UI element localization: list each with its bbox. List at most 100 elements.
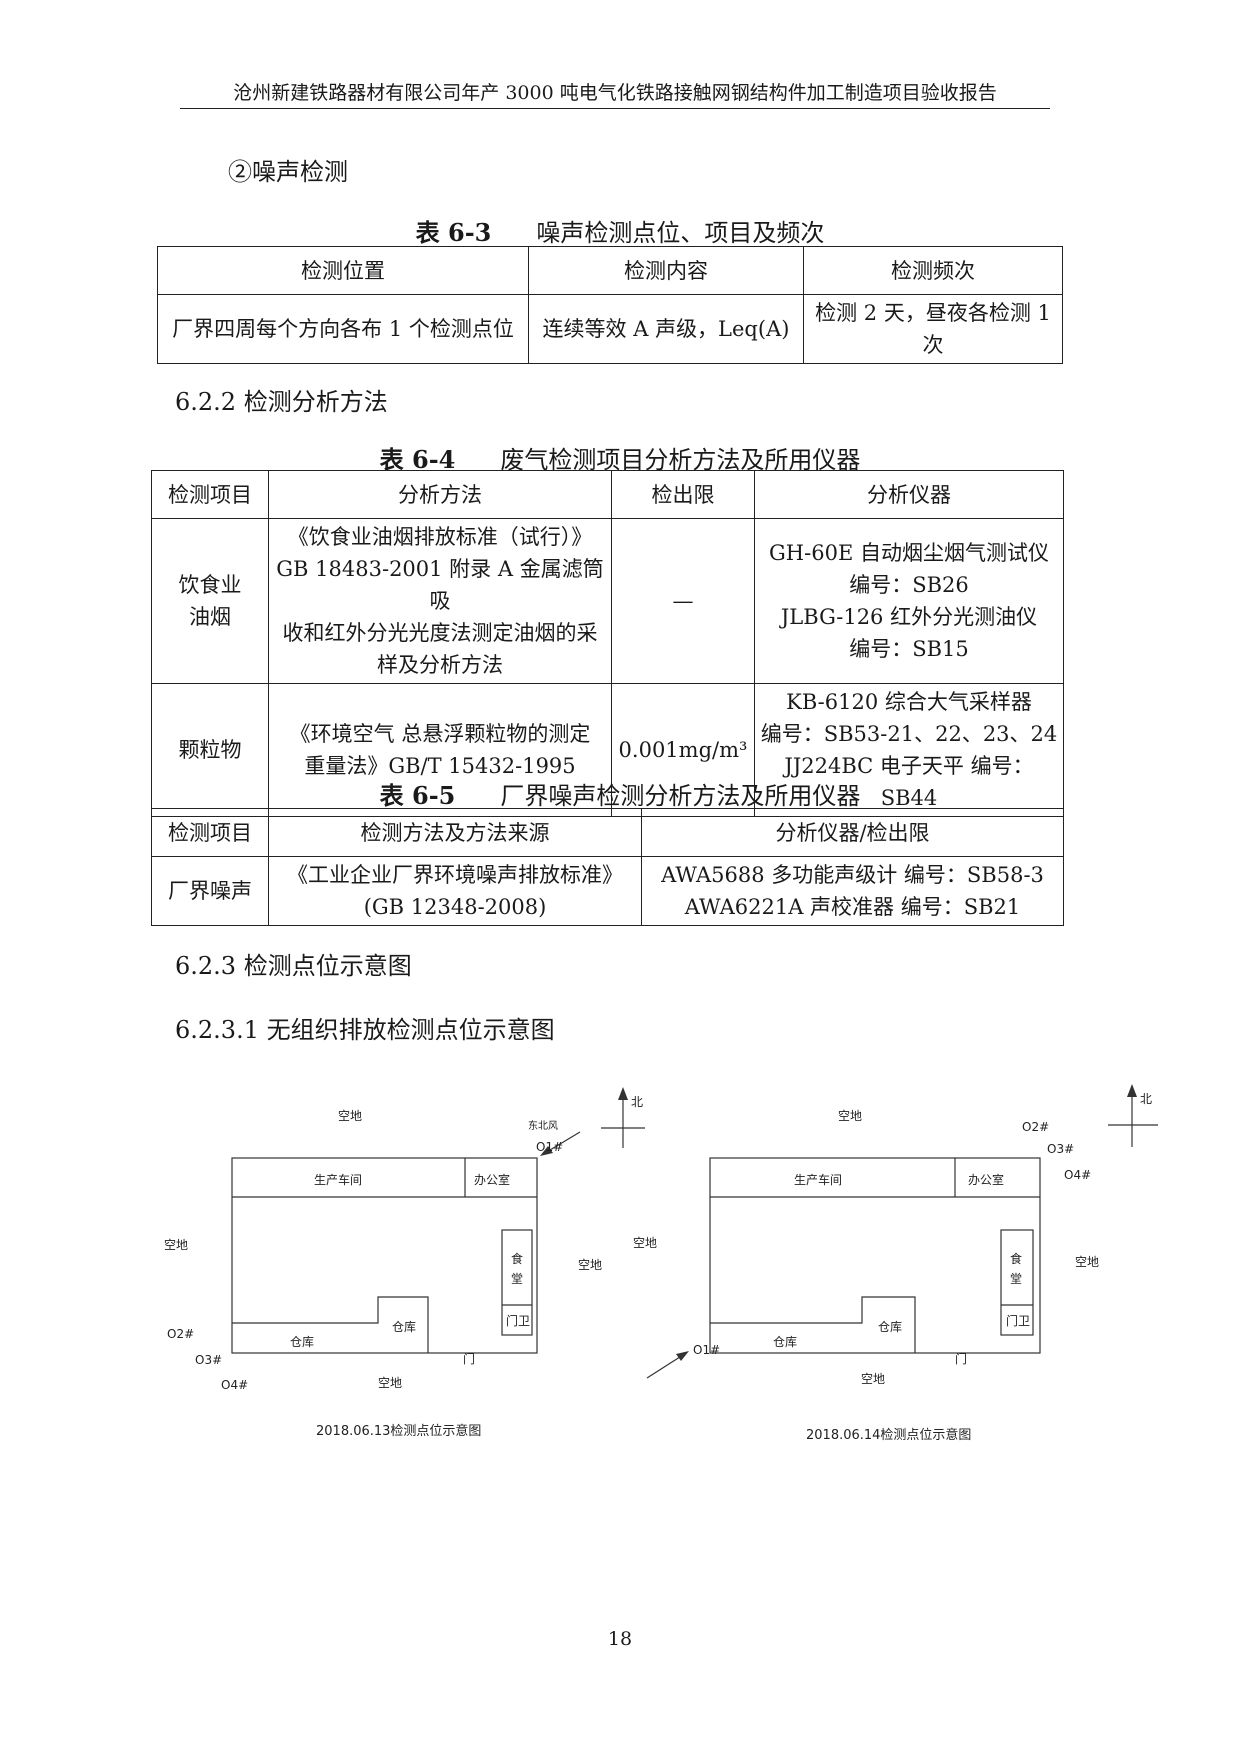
right-diagram-caption: 2018.06.14检测点位示意图 — [806, 1427, 971, 1443]
left-label-p3: O3# — [195, 1353, 222, 1367]
right-label-p2: O2# — [1022, 1120, 1049, 1134]
table-6-4-method-cell: 《环境空气 总悬浮颗粒物的测定 重量法》GB/T 15432-1995 — [268, 683, 612, 817]
table-6-4-item-cell: 颗粒物 — [151, 683, 269, 817]
right-label-canteen-2: 堂 — [1010, 1272, 1022, 1286]
table-6-4-method-line: 《饮食业油烟排放标准（试行）》 — [287, 525, 593, 549]
right-label-p4: O4# — [1064, 1168, 1091, 1182]
table-6-4-header: 检出限 — [611, 470, 755, 519]
table-6-5-header: 检测方法及方法来源 — [268, 808, 642, 857]
table-6-4-instrument-line: 编号：SB26 — [849, 573, 969, 597]
table-6-4-instrument-cell: KB-6120 综合大气采样器 编号：SB53-21、22、23、24 JJ22… — [754, 683, 1064, 817]
table-6-5-name: 厂界噪声检测分析方法及所用仪器 — [500, 782, 861, 810]
right-warehouse-outline — [710, 1296, 916, 1353]
right-canteen-box — [1000, 1229, 1034, 1336]
right-label-office: 办公室 — [968, 1172, 1004, 1187]
table-6-4-name: 废气检测项目分析方法及所用仪器 — [500, 446, 861, 474]
table-6-4-item-cell: 饮食业 油烟 — [151, 518, 269, 684]
right-label-p1: O1# — [693, 1343, 720, 1357]
section-623-title: 6.2.3 检测点位示意图 — [175, 952, 412, 980]
left-label-open-bottom: 空地 — [378, 1376, 402, 1390]
left-wind-arrow-icon — [540, 1146, 553, 1156]
table-6-4-instrument-line: GH-60E 自动烟尘烟气测试仪 — [769, 541, 1049, 565]
right-site-boundary — [709, 1157, 1041, 1354]
left-label-wind: 东北风 — [528, 1119, 558, 1132]
table-6-5-instrument-line: AWA5688 多功能声级计 编号：SB58-3 — [661, 863, 1044, 887]
table-6-4-method-line: GB 18483-2001 附录 A 金属滤筒吸 — [276, 557, 604, 613]
table-6-4-method-cell: 《饮食业油烟排放标准（试行）》 GB 18483-2001 附录 A 金属滤筒吸… — [268, 518, 612, 684]
table-6-4-caption: 表 6-4 废气检测项目分析方法及所用仪器 — [0, 440, 1240, 475]
table-6-4-header: 分析仪器 — [754, 470, 1064, 519]
section-noise-title: ②噪声检测 — [228, 158, 348, 186]
left-label-warehouse-a: 仓库 — [290, 1334, 314, 1349]
table-6-4-header: 检测项目 — [151, 470, 269, 519]
table-6-3: 检测位置 检测内容 检测频次 厂界四周每个方向各布 1 个检测点位 连续等效 A… — [157, 246, 1063, 364]
table-6-5: 检测项目 检测方法及方法来源 分析仪器/检出限 厂界噪声 《工业企业厂界环境噪声… — [151, 808, 1064, 926]
right-wind-arrow — [646, 1354, 684, 1379]
left-label-guard: 门卫 — [506, 1313, 530, 1328]
table-row: 饮食业 油烟 《饮食业油烟排放标准（试行）》 GB 18483-2001 附录 … — [151, 518, 1064, 684]
right-label-open-bottom: 空地 — [861, 1372, 885, 1386]
table-6-5-instrument-cell: AWA5688 多功能声级计 编号：SB58-3 AWA6221A 声校准器 编… — [641, 856, 1064, 926]
table-6-5-instrument-line: AWA6221A 声校准器 编号：SB21 — [684, 895, 1021, 919]
table-6-4-limit-cell: — — [611, 518, 755, 684]
section-622-title: 6.2.2 检测分析方法 — [175, 388, 388, 416]
right-label-warehouse-a: 仓库 — [773, 1334, 797, 1349]
left-diagram-caption: 2018.06.13检测点位示意图 — [316, 1423, 481, 1439]
table-6-3-cell: 厂界四周每个方向各布 1 个检测点位 — [157, 294, 529, 364]
table-6-3-header: 检测位置 — [157, 246, 529, 295]
table-6-5-header: 检测项目 — [151, 808, 269, 857]
table-6-4-instrument-line: JJ224BC 电子天平 编号：SB44 — [784, 754, 1034, 810]
right-label-open-right: 空地 — [1075, 1255, 1099, 1269]
table-6-4-instrument-line: JLBG-126 红外分光测油仪 — [780, 605, 1038, 629]
right-label-open-top: 空地 — [838, 1109, 862, 1123]
left-label-p1: O1# — [536, 1140, 563, 1154]
table-6-5-header-row: 检测项目 检测方法及方法来源 分析仪器/检出限 — [151, 808, 1064, 857]
left-canteen-box — [501, 1229, 533, 1336]
left-label-p4: O4# — [221, 1378, 248, 1392]
table-6-4-item-line: 饮食业 — [178, 573, 242, 597]
right-label-canteen-1: 食 — [1010, 1251, 1022, 1266]
table-6-4-limit-cell: 0.001mg/m³ — [611, 683, 755, 817]
left-label-canteen-1: 食 — [511, 1251, 523, 1266]
header-rule — [180, 108, 1050, 109]
table-6-3-cell: 连续等效 A 声级，Leq(A) — [528, 294, 804, 364]
table-6-4-instrument-line: KB-6120 综合大气采样器 — [786, 690, 1032, 714]
table-6-5-method-line: (GB 12348-2008) — [363, 895, 547, 919]
table-6-4: 检测项目 分析方法 检出限 分析仪器 饮食业 油烟 《饮食业油烟排放标准（试行）… — [151, 470, 1064, 817]
right-north-arrow-icon — [1127, 1084, 1137, 1097]
table-6-4-item-line: 油烟 — [189, 605, 231, 629]
left-label-office: 办公室 — [474, 1172, 510, 1187]
left-label-open-top: 空地 — [338, 1109, 362, 1123]
table-6-4-header: 分析方法 — [268, 470, 612, 519]
table-6-5-item-cell: 厂界噪声 — [151, 856, 269, 926]
table-6-3-number: 表 6-3 — [415, 218, 492, 247]
right-label-guard: 门卫 — [1006, 1313, 1030, 1328]
table-6-5-method-cell: 《工业企业厂界环境噪声排放标准》 (GB 12348-2008) — [268, 856, 642, 926]
table-6-3-cell: 检测 2 天，昼夜各检测 1 次 — [803, 294, 1063, 364]
right-label-gate: 门 — [955, 1351, 967, 1366]
table-6-4-method-line: 《环境空气 总悬浮颗粒物的测定 — [289, 722, 591, 746]
left-label-workshop: 生产车间 — [314, 1172, 362, 1187]
table-6-4-method-line: 样及分析方法 — [377, 653, 503, 677]
left-label-north: 北 — [631, 1095, 643, 1109]
diagram-right: 空地 空地 空地 空地 生产车间 办公室 食 堂 门卫 仓库 仓库 门 北 O1… — [633, 1084, 1158, 1443]
right-label-north: 北 — [1140, 1092, 1152, 1106]
table-6-3-header: 检测内容 — [528, 246, 804, 295]
right-label-open-left: 空地 — [633, 1236, 657, 1250]
right-wind-arrow-icon — [676, 1351, 689, 1361]
right-label-warehouse-b: 仓库 — [878, 1319, 902, 1334]
table-row: 厂界四周每个方向各布 1 个检测点位 连续等效 A 声级，Leq(A) 检测 2… — [157, 294, 1063, 364]
left-wind-arrow — [544, 1131, 581, 1154]
table-6-4-number: 表 6-4 — [379, 445, 456, 474]
diagram-left: 空地 空地 空地 空地 生产车间 办公室 食 堂 门卫 仓库 仓库 门 北 O1… — [164, 1087, 645, 1439]
table-6-4-method-line: 收和红外分光光度法测定油烟的采 — [282, 621, 598, 645]
table-6-5-header: 分析仪器/检出限 — [641, 808, 1064, 857]
table-6-4-method-line: 重量法》GB/T 15432-1995 — [304, 754, 576, 778]
table-6-5-method-line: 《工业企业厂界环境噪声排放标准》 — [287, 863, 623, 887]
table-6-4-instrument-line: 编号：SB15 — [849, 637, 969, 661]
left-label-p2: O2# — [167, 1327, 194, 1341]
report-header: 沧州新建铁路器材有限公司年产 3000 吨电气化铁路接触网钢结构件加工制造项目验… — [233, 82, 997, 104]
